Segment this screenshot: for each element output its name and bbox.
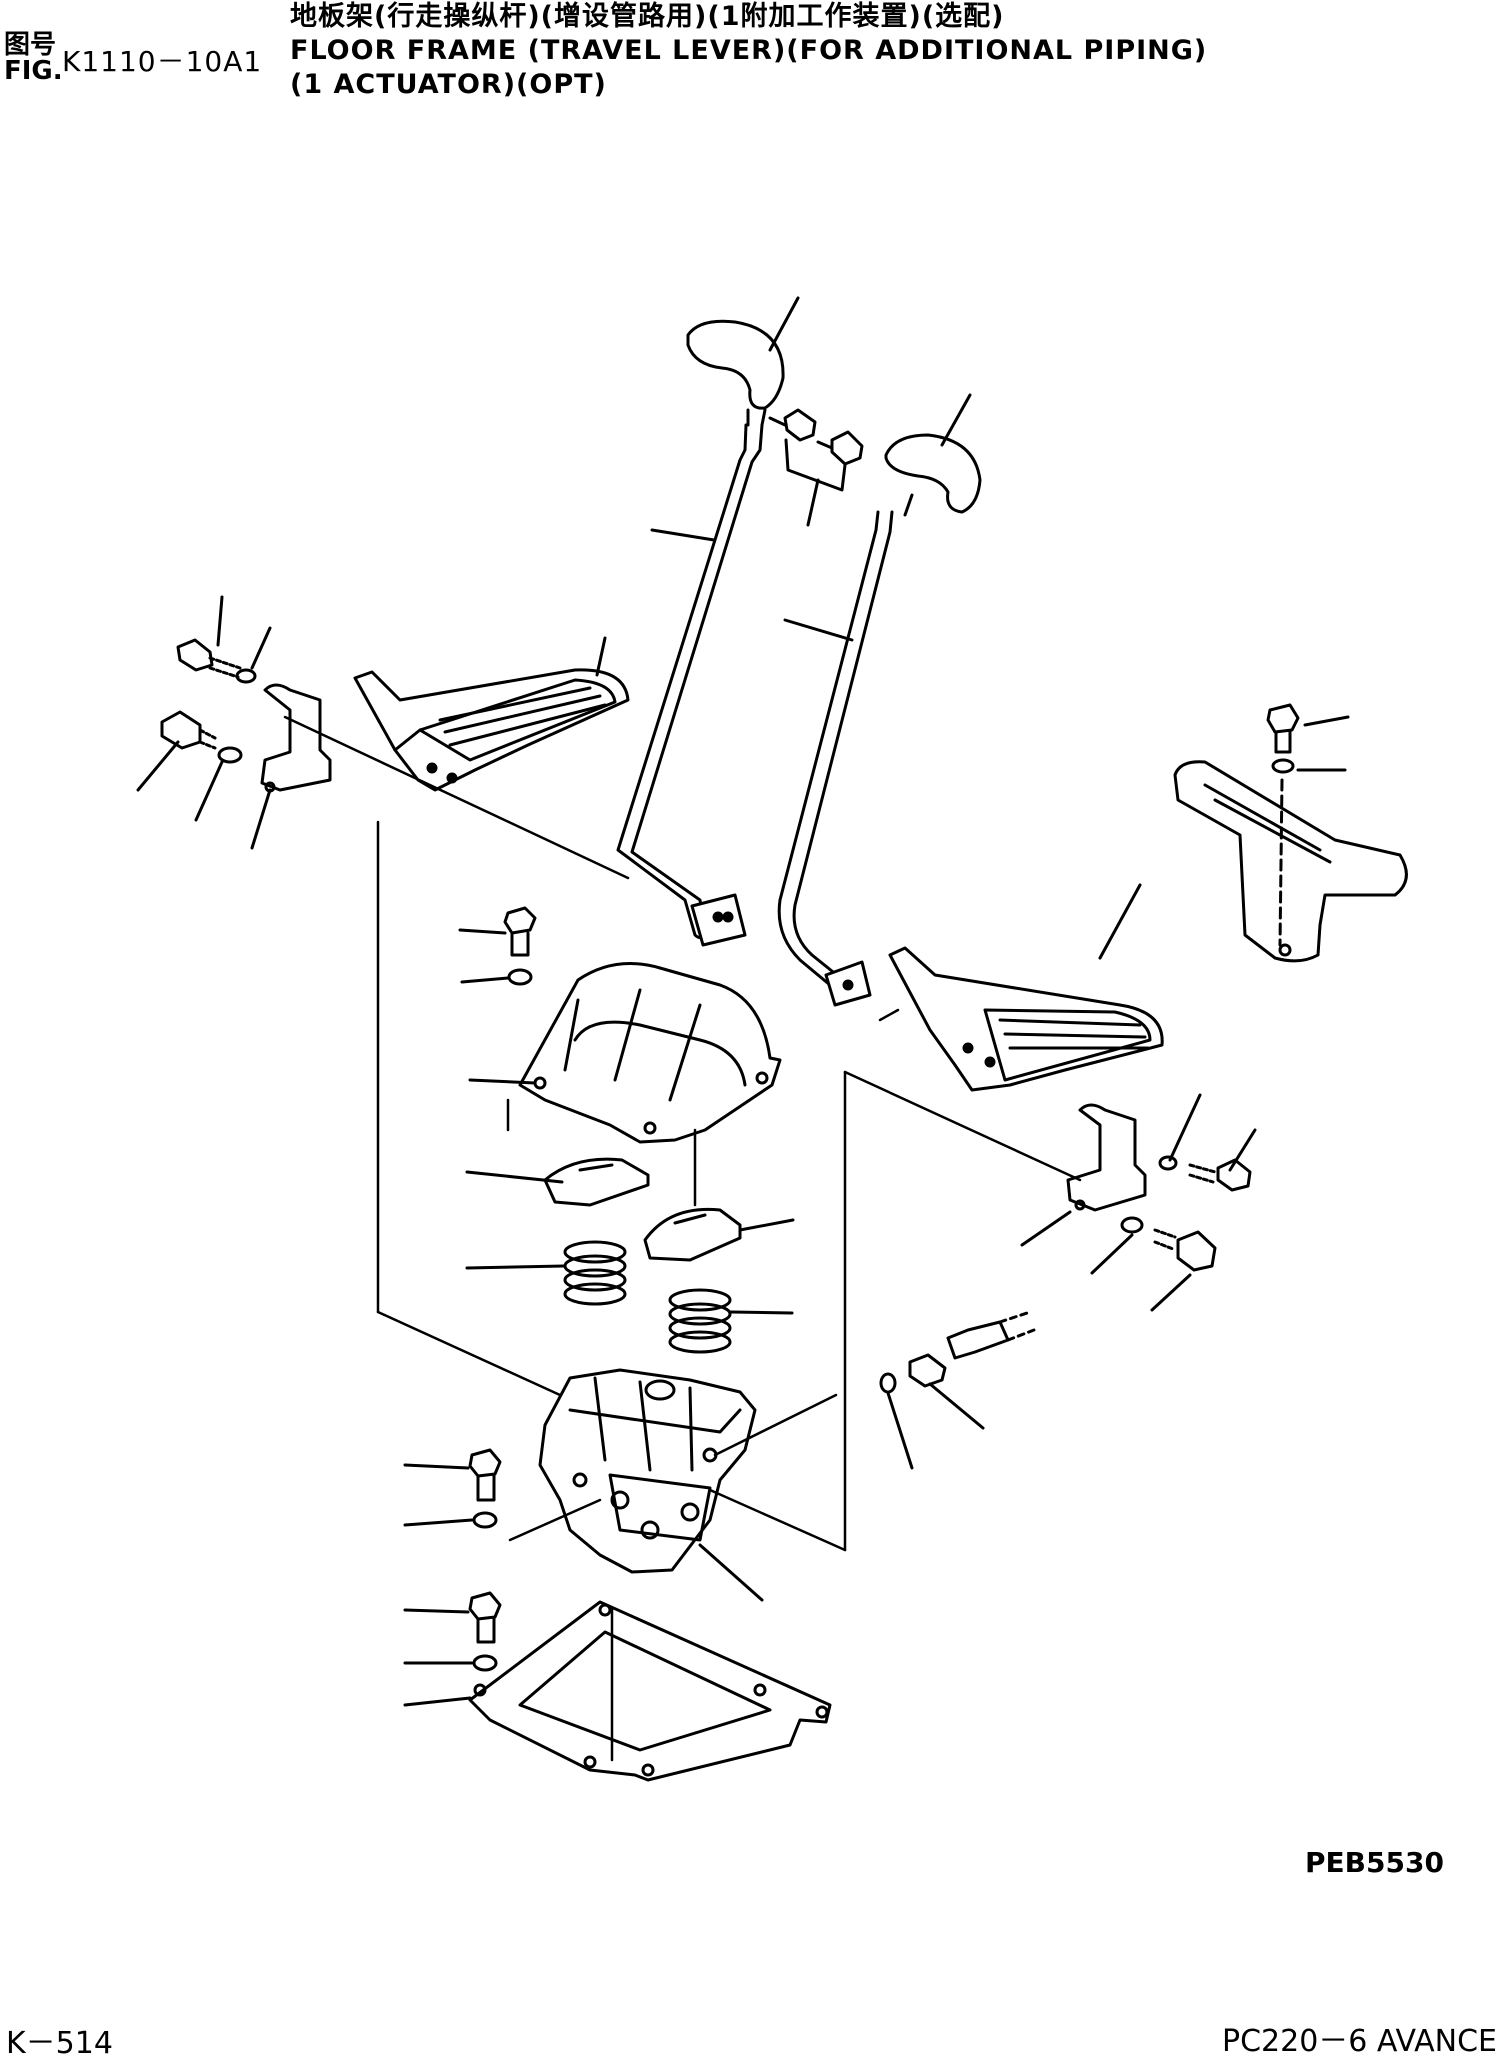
bolt-center-upper: [458, 906, 537, 986]
foot-pedal-right: [888, 883, 1164, 1092]
lever-knob-right: [884, 433, 982, 517]
spring-seat-left: [465, 1157, 650, 1207]
valve-mount-bolts: [403, 1448, 502, 1672]
model-name: PC220－6 AVANCE: [1222, 2024, 1497, 2059]
lever-bolts: [768, 408, 864, 527]
hinge-bracket-right: [1020, 1093, 1257, 1312]
ppc-valve: [538, 1368, 764, 1602]
spring-seat-right: [643, 1207, 795, 1262]
gasket-plate: [403, 1600, 832, 1782]
title-cn: 地板架(行走操纵杆)(增设管路用)(1附加工作装置)(选配): [290, 1, 1005, 32]
lever-knob-left: [686, 319, 785, 427]
lever-rod-left: [616, 423, 764, 947]
spring-right: [668, 1288, 794, 1354]
hinge-bracket-left: [136, 595, 332, 850]
bolt-upper-right: [1266, 703, 1350, 774]
fig-label-cn: 图号: [4, 30, 57, 60]
valve-case-cover: [468, 962, 782, 1144]
fig-label-en: FIG.: [4, 56, 63, 86]
fig-code: K1110－10A1: [62, 45, 263, 78]
lever-rod-right: [777, 510, 894, 1007]
lever-leaders: [650, 296, 972, 642]
page-number: K－514: [6, 2026, 113, 2061]
image-code: PEB5530: [1305, 1846, 1444, 1879]
foot-pedal-left: [353, 636, 630, 792]
pipe-fittings: [879, 1310, 1036, 1470]
title-en-line2: (1 ACTUATOR)(OPT): [290, 69, 607, 100]
lever-cover: [1173, 760, 1408, 963]
spring-left: [465, 1240, 627, 1306]
assembly-lines: [283, 715, 1082, 1762]
page-title: 地板架(行走操纵杆)(增设管路用)(1附加工作装置)(选配) FLOOR FRA…: [290, 0, 1207, 102]
title-en-line1: FLOOR FRAME (TRAVEL LEVER)(FOR ADDITIONA…: [290, 35, 1208, 66]
